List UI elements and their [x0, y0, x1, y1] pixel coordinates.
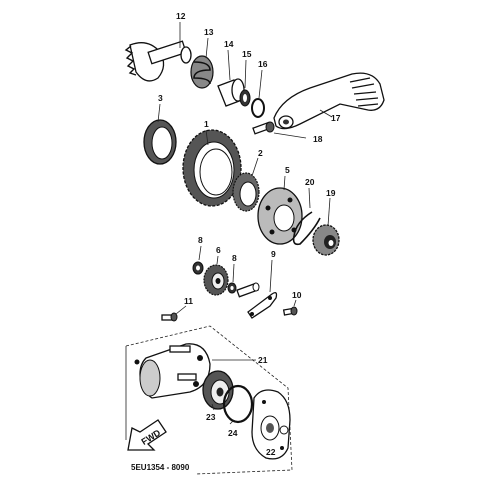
part-2-needle-bearing [232, 157, 260, 212]
callout-12: 12 [176, 11, 186, 21]
callout-15: 15 [242, 49, 252, 59]
part-12-kick-axle [124, 22, 192, 82]
diagram-reference-code: 5EU1354 - 8090 [131, 463, 190, 472]
part-17-kick-crank [273, 72, 385, 130]
part-19-gear [312, 197, 340, 256]
part-18-bolt [252, 121, 307, 139]
callout-9: 9 [271, 249, 276, 259]
callout-3: 3 [158, 93, 163, 103]
callout-23: 23 [206, 412, 216, 422]
fwd-arrow: FWD [127, 419, 167, 451]
part-6-idler-gear [203, 255, 229, 296]
part-11-bolt [161, 305, 187, 322]
callout-19: 19 [326, 188, 336, 198]
part-8-washer-upper [192, 245, 204, 275]
callout-18: 18 [313, 134, 323, 144]
part-shaft [236, 282, 260, 298]
part-24-o-ring [222, 384, 254, 425]
part-16-circlip [251, 69, 265, 118]
callout-13: 13 [204, 27, 214, 37]
part-13-torsion-spring [190, 37, 214, 89]
callout-20: 20 [305, 177, 315, 187]
callout-5: 5 [285, 165, 290, 175]
part-5-starter-clutch [257, 175, 303, 245]
callout-10: 10 [292, 290, 302, 300]
callout-16: 16 [258, 59, 268, 69]
part-10-bolt [282, 299, 298, 316]
callout-24: 24 [228, 428, 238, 438]
callout-6: 6 [216, 245, 221, 255]
callout-8-upper: 8 [198, 235, 203, 245]
part-22-cover [251, 389, 291, 460]
part-20-spring-clip [292, 187, 321, 246]
part-21-starter-motor-assembly [125, 325, 293, 475]
part-1-starter-ring-gear [182, 129, 242, 207]
callout-22: 22 [266, 447, 276, 457]
callout-21: 21 [258, 355, 268, 365]
part-9-bracket [247, 259, 278, 319]
callout-11: 11 [184, 296, 193, 306]
callout-8-lower: 8 [232, 253, 237, 263]
part-3-oil-seal [143, 103, 177, 165]
callout-2: 2 [258, 148, 263, 158]
callout-1: 1 [204, 119, 209, 129]
part-15-washer [239, 59, 251, 107]
callout-14: 14 [224, 39, 234, 49]
callout-17: 17 [331, 113, 341, 123]
part-8-washer-lower [227, 263, 237, 294]
